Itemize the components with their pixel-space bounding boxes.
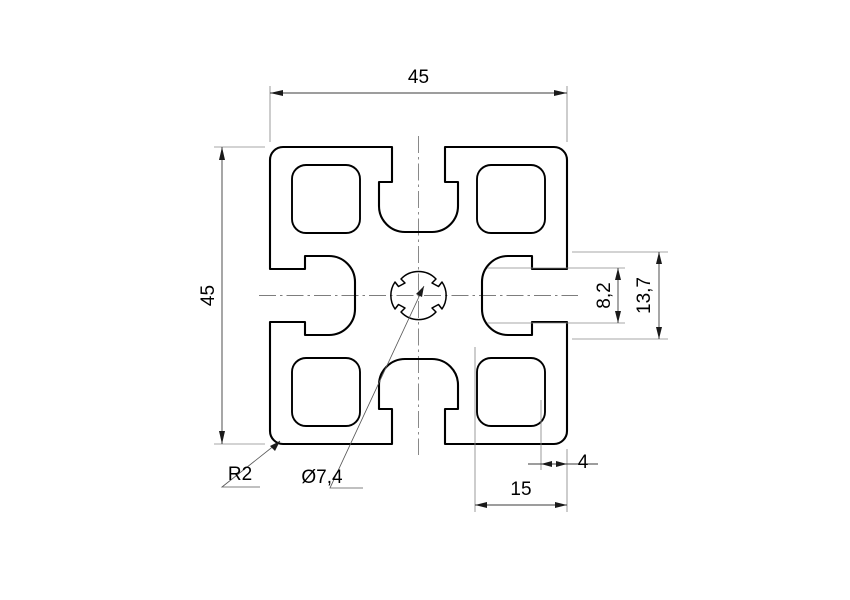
dimension-slot-137: 13,7	[572, 251, 668, 340]
dimension-width-45: 45	[269, 67, 568, 142]
arrow-head-15-left	[475, 502, 487, 508]
dim-label-width-45: 45	[408, 67, 429, 88]
arrow-head-height-bottom	[219, 431, 225, 444]
cavity-bottom-left	[291, 357, 361, 427]
dimension-slot-opening-82: 8,2	[487, 267, 625, 324]
arrow-head-15-right	[555, 502, 567, 508]
arrow-head-bore	[416, 286, 424, 297]
arrow-head-r2	[270, 441, 280, 451]
cavity-bottom-right	[476, 357, 546, 427]
arrow-head-height-top	[219, 147, 225, 160]
arrow-head-137-bottom	[656, 327, 662, 339]
cavity-top-right	[476, 164, 546, 234]
dimension-height-45: 45	[198, 146, 265, 445]
center-lines	[259, 136, 578, 455]
center-bore-circle	[390, 270, 447, 321]
arrow-head-width-left	[270, 90, 283, 96]
annotation-label-bore: Ø7,4	[301, 467, 343, 488]
dim-label-137: 13,7	[634, 277, 655, 314]
inner-cavities	[291, 164, 546, 427]
arrow-head-4-left	[541, 461, 552, 467]
arrow-head-4-right	[556, 461, 567, 467]
annotation-r2: R2	[220, 440, 281, 488]
annotation-bore: Ø7,4	[301, 285, 425, 489]
arrow-head-137-top	[656, 252, 662, 264]
cavity-top-left	[291, 164, 361, 234]
leader-line-bore	[329, 285, 425, 489]
leader-line-r2	[220, 440, 281, 488]
center-bore-group	[390, 270, 447, 321]
arrow-head-width-right	[554, 90, 567, 96]
dimension-wall-4: 4	[528, 400, 598, 473]
annotation-label-r2: R2	[228, 464, 252, 485]
dimension-offset-15: 15	[474, 347, 568, 512]
dim-label-height-45: 45	[198, 285, 219, 306]
profile-outer-outline	[268, 145, 569, 446]
profile-body	[268, 145, 569, 446]
arrow-head-82-top	[615, 268, 621, 280]
dim-label-15: 15	[510, 479, 531, 500]
dim-label-4: 4	[578, 452, 589, 473]
dim-label-82: 8,2	[594, 282, 615, 308]
arrow-head-82-bottom	[615, 311, 621, 323]
